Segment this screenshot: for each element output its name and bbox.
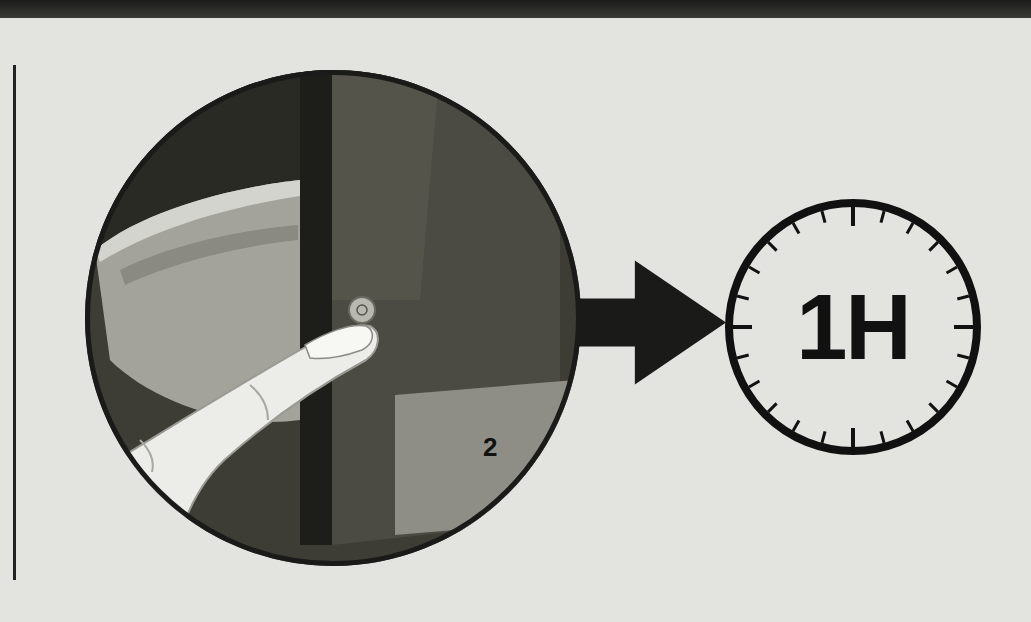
photo-circle-border [88,73,579,564]
callout-number: 2 [483,432,497,463]
photo-circle: 2 [85,70,581,566]
block-arrow [579,261,726,385]
duration-label: 1H [796,275,910,380]
photo-illustration [80,65,590,575]
top-band [0,0,1031,18]
clock-circle: 1H [725,199,981,455]
margin-rule [13,65,16,580]
clock-circle-border [729,203,977,451]
photo-circle-outline [85,70,581,566]
